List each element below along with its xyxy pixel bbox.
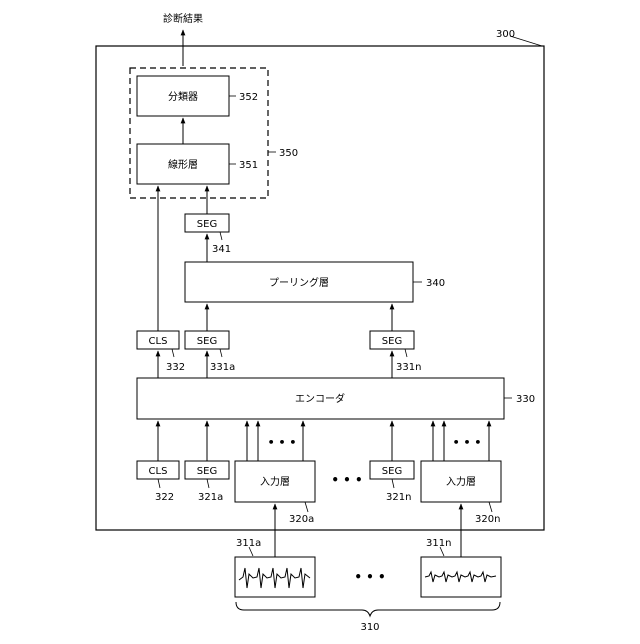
seg-out-n-ref: 331n [396, 362, 421, 373]
pooling-layer-label: プーリング層 [269, 276, 329, 289]
cls-in-ref: 322 [155, 492, 174, 503]
layers-ellipsis: • • • [331, 473, 362, 487]
seg-top-label: SEG [197, 219, 217, 230]
signals-ref: 310 [360, 622, 379, 633]
signal-n-box [421, 557, 501, 597]
pooling-ref: 340 [426, 278, 445, 289]
input-a-ref: 320a [289, 514, 314, 525]
seg-in-n-ref-leader [392, 479, 394, 488]
seg-out-n-label: SEG [382, 336, 402, 347]
classifier-label: 分類器 [168, 91, 198, 103]
signal-a-box [235, 557, 315, 597]
seg-out-n-ref-leader [405, 349, 407, 357]
signals-ellipsis: • • • [354, 570, 385, 584]
encoder-label: エンコーダ [295, 392, 345, 405]
input-layer-a-label: 入力層 [260, 475, 290, 488]
encoder-ref: 330 [516, 394, 535, 405]
seg-in-n-ref: 321n [386, 492, 411, 503]
cls-out-label: CLS [149, 336, 168, 347]
head-ref: 350 [279, 148, 298, 159]
linear-layer-label: 線形層 [168, 158, 198, 171]
input-a-ellipsis: • • • [268, 436, 297, 449]
signals-brace [236, 602, 500, 616]
cls-in-label: CLS [149, 466, 168, 477]
classifier-ref: 352 [239, 92, 258, 103]
seg-in-a-label: SEG [197, 466, 217, 477]
seg-out-a-ref-leader [220, 349, 222, 357]
input-layer-n-label: 入力層 [446, 475, 476, 488]
seg-out-a-ref: 331a [210, 362, 235, 373]
seg-out-a-label: SEG [197, 336, 217, 347]
input-n-ref-leader [489, 502, 492, 512]
signal-a-ref: 311a [236, 538, 261, 549]
seg-top-ref: 341 [212, 244, 231, 255]
system-ref: 300 [496, 29, 515, 40]
diagnosis-result-label: 診断結果 [163, 12, 203, 25]
input-n-ref: 320n [475, 514, 500, 525]
cls-in-ref-leader [158, 479, 160, 488]
signal-n-ref: 311n [426, 538, 451, 549]
input-n-ellipsis: • • • [453, 436, 482, 449]
input-a-ref-leader [305, 502, 308, 512]
cls-out-ref-leader [172, 349, 174, 357]
cls-out-ref: 332 [166, 362, 185, 373]
seg-in-a-ref: 321a [198, 492, 223, 503]
seg-in-n-label: SEG [382, 466, 402, 477]
seg-in-a-ref-leader [207, 479, 209, 488]
linear-ref: 351 [239, 160, 258, 171]
seg-top-ref-leader [220, 232, 222, 240]
